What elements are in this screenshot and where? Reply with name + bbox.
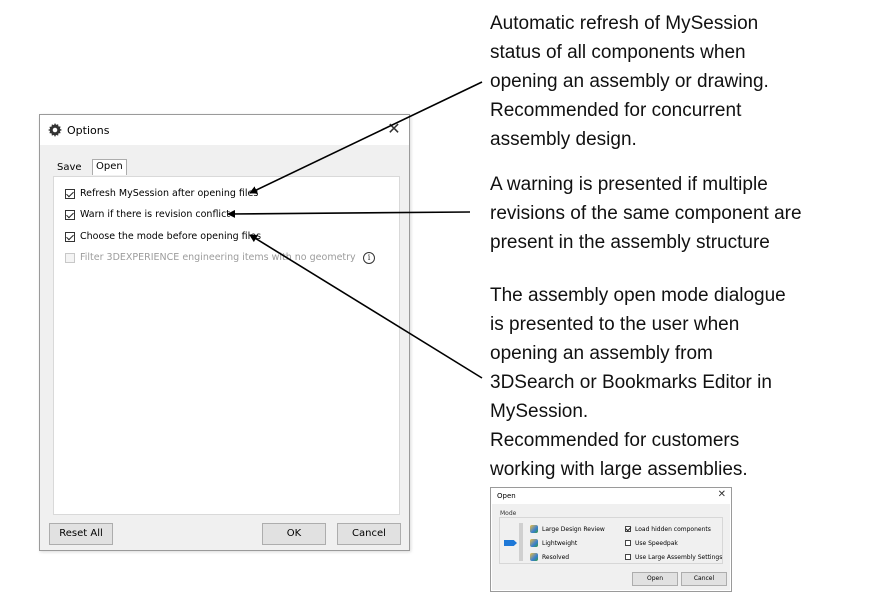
checkbox-choose-mode[interactable] <box>65 232 75 242</box>
arrow-refresh <box>249 81 483 194</box>
assembly-icon <box>530 539 538 547</box>
annotation-refresh: Automatic refresh of MySession status of… <box>490 9 769 154</box>
reset-all-button[interactable]: Reset All <box>49 523 113 545</box>
option-label: Use Large Assembly Settings <box>635 554 723 561</box>
checkbox-load-hidden-components[interactable] <box>625 526 631 532</box>
option-label: Use Speedpak <box>635 540 678 547</box>
checkbox-filter-no-geometry <box>65 253 75 263</box>
annotation-line: The assembly open mode dialogue <box>490 285 786 306</box>
option-label: Refresh MySession after opening files <box>80 188 259 199</box>
dialog-title: Options <box>67 124 110 137</box>
annotation-line: MySession. <box>490 401 589 422</box>
checkbox-refresh-mysession[interactable] <box>65 189 75 199</box>
tab-save[interactable]: Save <box>57 162 82 173</box>
arrow-open-mode <box>249 234 483 379</box>
annotation-line: assembly design. <box>490 129 637 150</box>
options-panel: Refresh MySession after opening files Wa… <box>53 176 400 515</box>
ok-button[interactable]: OK <box>262 523 326 545</box>
open-mode-dialog: Open ✕ Mode Large Design Review Lightwei… <box>490 487 732 592</box>
gear-icon <box>48 123 62 137</box>
open-dialog-title: Open <box>497 492 516 500</box>
annotation-line: status of all components when <box>490 42 746 63</box>
mode-label-text: Large Design Review <box>542 526 605 533</box>
annotation-line: is presented to the user when <box>490 314 740 335</box>
options-titlebar: Options ✕ <box>40 115 409 145</box>
annotation-line: revisions of the same component are <box>490 203 802 224</box>
tab-open[interactable]: Open <box>92 159 127 175</box>
mode-label-text: Resolved <box>542 554 570 561</box>
mode-group: Large Design Review Lightweight Resolved… <box>499 517 723 564</box>
annotation-open-mode: The assembly open mode dialogue is prese… <box>490 281 786 484</box>
option-label: Filter 3DEXPERIENCE engineering items wi… <box>80 252 356 263</box>
annotation-line: Recommended for concurrent <box>490 100 742 121</box>
annotation-line: Recommended for customers <box>490 430 740 451</box>
mode-label-text: Lightweight <box>542 540 578 547</box>
mode-label: Mode <box>500 510 517 517</box>
mode-slider-thumb[interactable] <box>504 540 517 546</box>
cancel-button[interactable]: Cancel <box>337 523 401 545</box>
cancel-button[interactable]: Cancel <box>681 572 727 586</box>
close-icon[interactable]: ✕ <box>717 489 726 500</box>
info-icon[interactable]: i <box>363 252 375 264</box>
annotation-line: Automatic refresh of MySession <box>490 13 759 34</box>
options-dialog: Options ✕ Save Open Refresh MySession af… <box>39 114 410 551</box>
checkbox-warn-revision-conflict[interactable] <box>65 210 75 220</box>
annotation-line: present in the assembly structure <box>490 232 770 253</box>
checkbox-use-speedpak[interactable] <box>625 540 631 546</box>
arrow-revision-warning <box>227 209 471 218</box>
option-label: Warn if there is revision conflict <box>80 209 231 220</box>
annotation-line: 3DSearch or Bookmarks Editor in <box>490 372 772 393</box>
option-label: Choose the mode before opening files <box>80 231 262 242</box>
open-button[interactable]: Open <box>632 572 678 586</box>
annotation-line: A warning is presented if multiple <box>490 174 768 195</box>
annotation-line: opening an assembly or drawing. <box>490 71 769 92</box>
checkbox-use-large-assembly-settings[interactable] <box>625 554 631 560</box>
annotation-line: working with large assemblies. <box>490 459 748 480</box>
mode-slider-track[interactable] <box>519 523 523 561</box>
option-label: Load hidden components <box>635 526 711 533</box>
assembly-icon <box>530 553 538 561</box>
annotation-revision-warning: A warning is presented if multiple revis… <box>490 170 802 257</box>
close-icon[interactable]: ✕ <box>387 119 401 138</box>
assembly-icon <box>530 525 538 533</box>
annotation-line: opening an assembly from <box>490 343 713 364</box>
